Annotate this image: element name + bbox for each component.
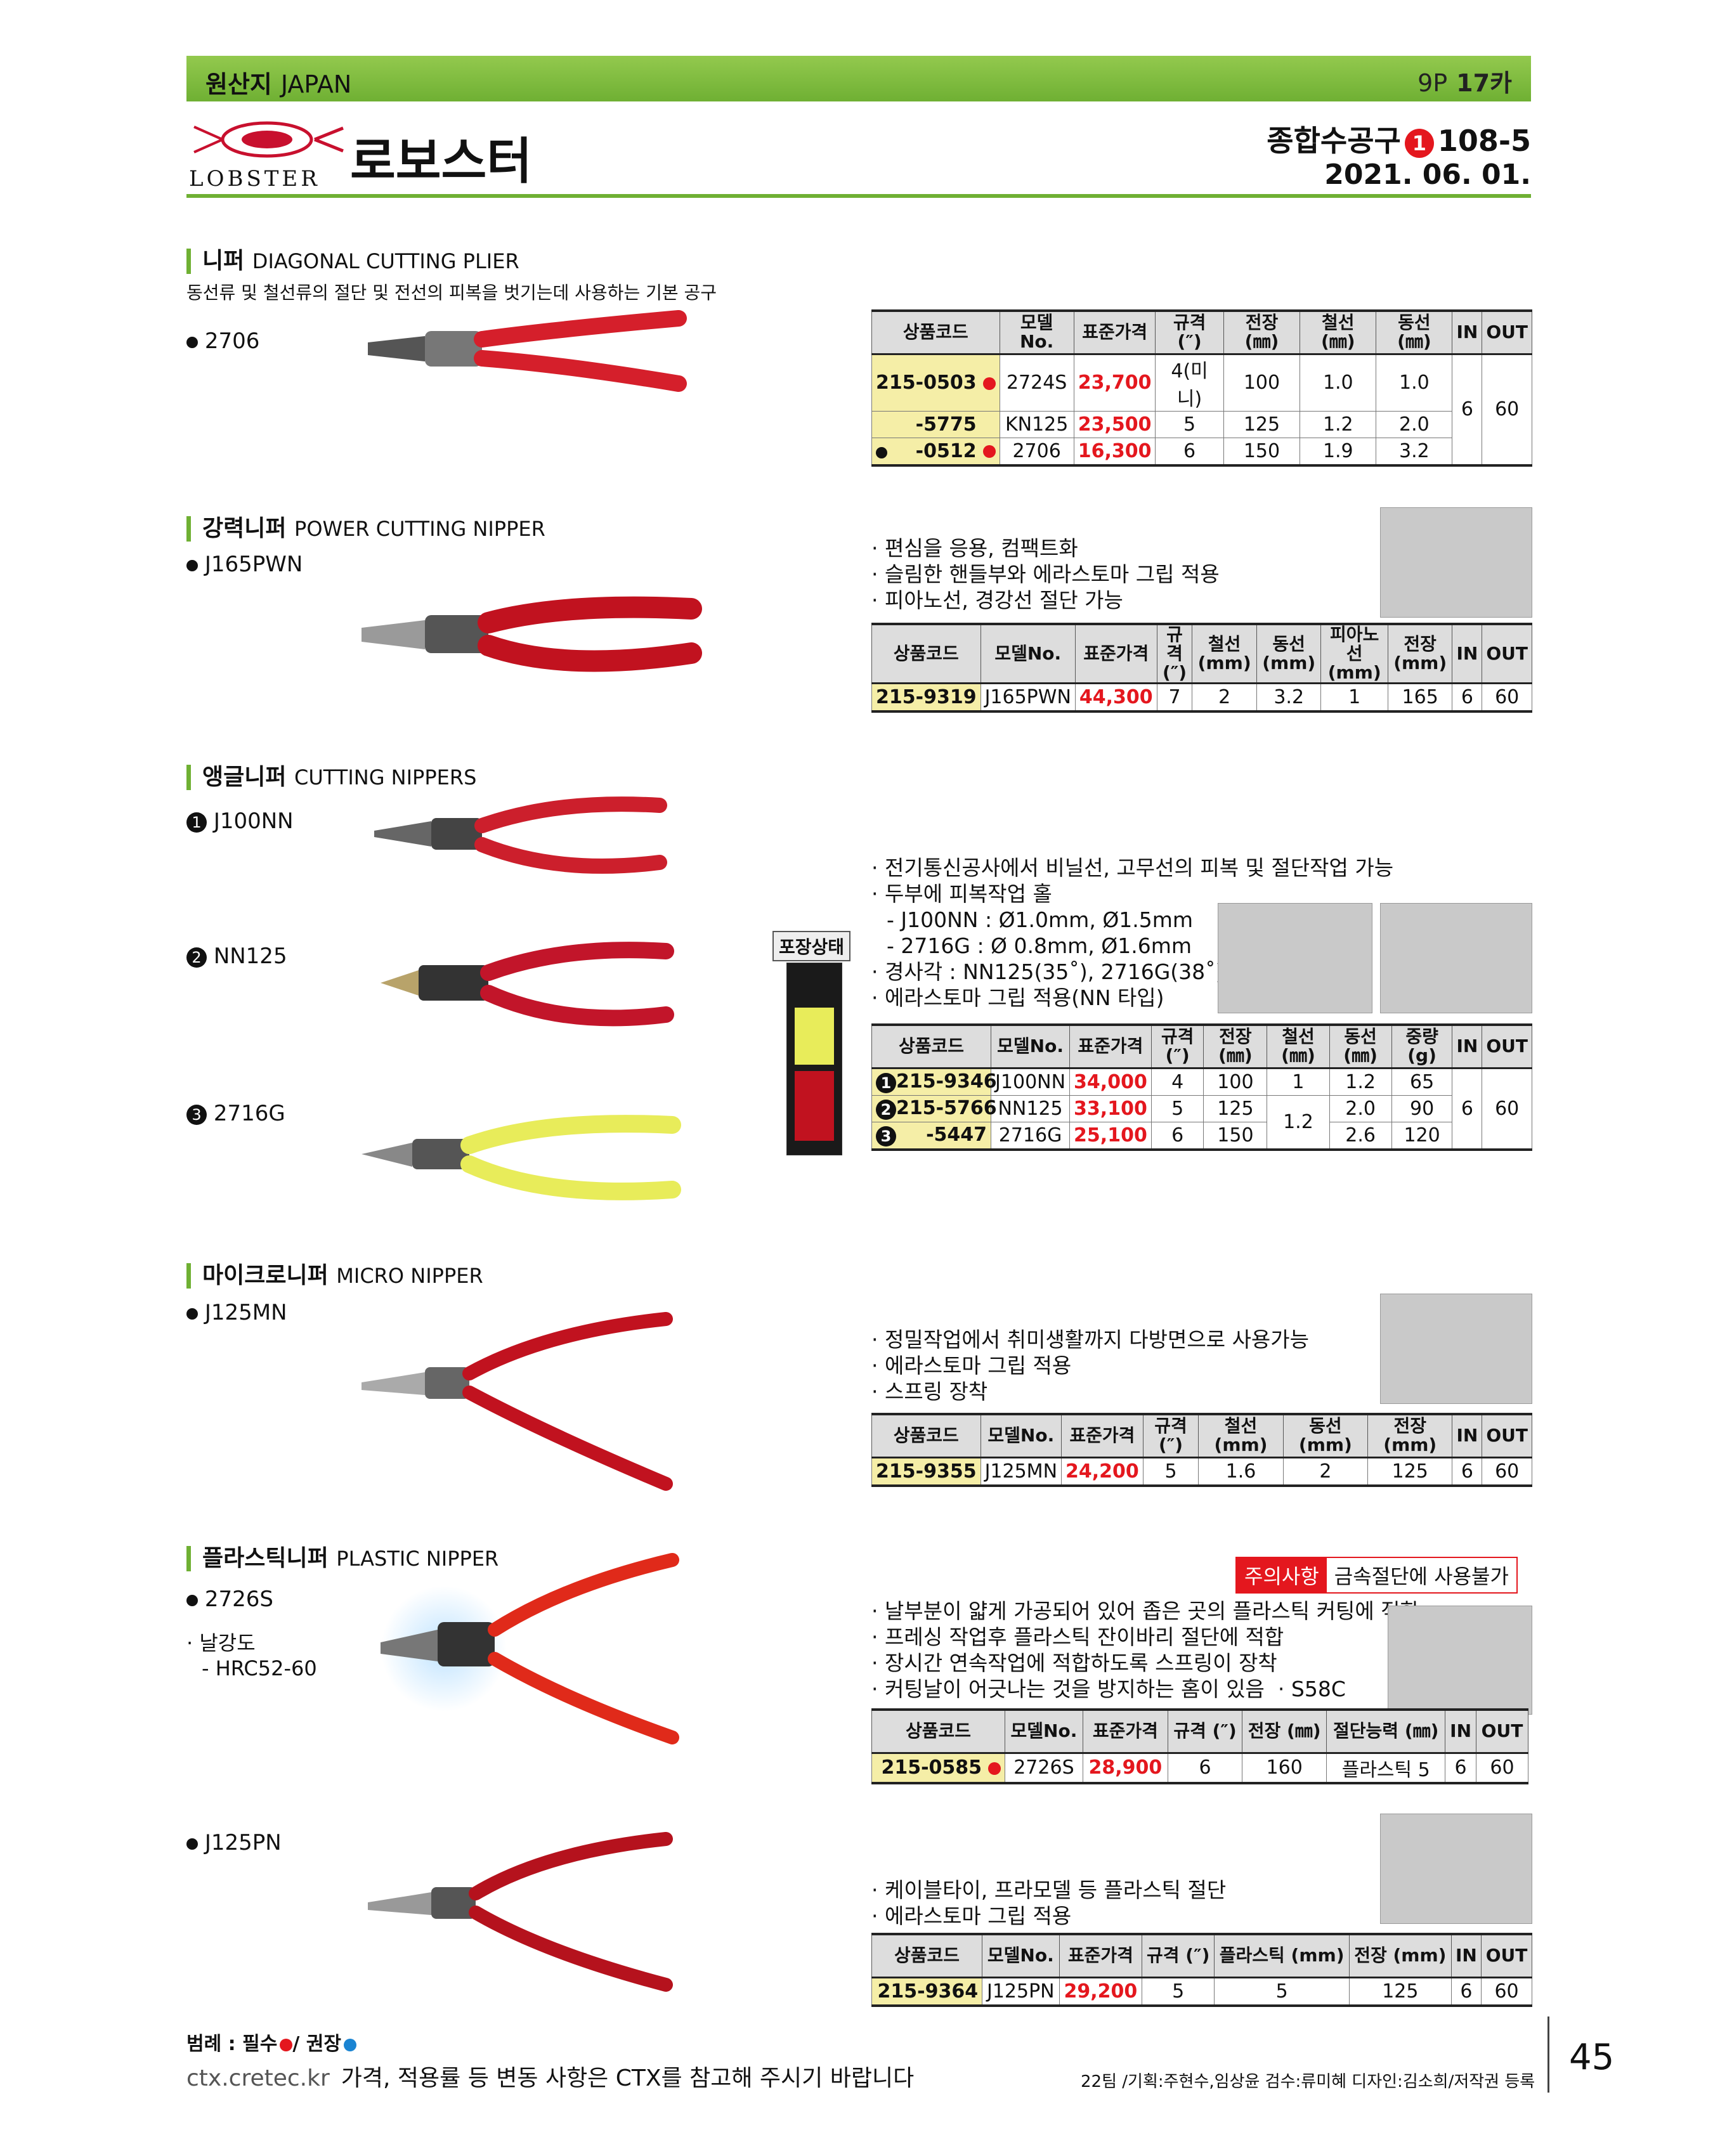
lobster-logo: [193, 121, 344, 158]
hardness-info: · 날강도 - HRC52-60: [186, 1631, 317, 1680]
package-photo: [786, 963, 842, 1155]
product-photo: [1380, 1814, 1532, 1924]
brand-title: 로보스터: [350, 133, 533, 190]
section-title-micro: 마이크로니퍼 MICRO NIPPER: [186, 1263, 483, 1289]
section-title-plastic: 플라스틱니퍼 PLASTIC NIPPER: [186, 1546, 498, 1571]
website-link[interactable]: ctx.cretec.kr: [186, 2065, 330, 2091]
plier-image-j125mn: [362, 1312, 673, 1491]
model-label: 2 NN125: [186, 944, 287, 969]
page-number: 45: [1569, 2037, 1615, 2078]
plier-image-2706: [368, 310, 687, 392]
product-photo: [1380, 507, 1532, 618]
feature-list: · 케이블타이, 프라모델 등 플라스틱 절단 · 에라스토마 그립 적용: [871, 1878, 1227, 1928]
logo-text: LOBSTER: [189, 166, 320, 192]
header-divider: [186, 194, 1531, 198]
plier-image-j100nn: [374, 796, 667, 874]
footer-divider: [1547, 2016, 1549, 2093]
section-title-power: 강력니퍼 POWER CUTTING NIPPER: [186, 516, 545, 542]
section-description: 동선류 및 철선류의 절단 및 전선의 피복을 벗기는데 사용하는 기본 공구: [186, 282, 717, 303]
feature-list: · 정밀작업에서 취미생활까지 다방면으로 사용가능 · 에라스토마 그립 적용…: [871, 1327, 1310, 1404]
product-photo: [1388, 1606, 1532, 1715]
model-label: J165PWN: [186, 552, 303, 577]
plier-image-j165pwn: [362, 596, 702, 672]
section-title-angle: 앵글니퍼 CUTTING NIPPERS: [186, 765, 476, 790]
section-title-diagonal: 니퍼 DIAGONAL CUTTING PLIER: [186, 249, 519, 274]
model-label: 3 2716G: [186, 1101, 285, 1126]
package-label: 포장상태: [772, 931, 851, 961]
plier-image-2726s: [381, 1553, 679, 1744]
model-label: J125PN: [186, 1830, 282, 1855]
legend: 범례 : 필수/ 권장: [186, 2028, 356, 2056]
date: 2021. 06. 01.: [1324, 159, 1531, 191]
product-photo: [1380, 1294, 1532, 1404]
model-label: 1 J100NN: [186, 808, 294, 834]
model-label: J125MN: [186, 1300, 287, 1325]
plier-image-nn125: [381, 942, 674, 1027]
feature-list: · 날부분이 얇게 가공되어 있어 좁은 곳의 플라스틱 커팅에 적합 · 프레…: [871, 1599, 1419, 1701]
model-label: 2726S: [186, 1587, 273, 1612]
credits: 22팀 /기획:주현수,임상윤 검수:류미혜 디자인:김소희/저작권 등록: [1081, 2072, 1535, 2091]
feature-list: · 전기통신공사에서 비닐선, 고무선의 피복 및 절단작업 가능 · 두부에 …: [871, 855, 1394, 1010]
feature-list: · 편심을 응용, 컴팩트화 · 슬림한 핸들부와 에라스토마 그립 적용 · …: [871, 536, 1220, 613]
product-photo: [1218, 903, 1372, 1013]
product-photo: [1380, 903, 1532, 1013]
model-label: 2706: [186, 328, 259, 354]
plier-image-j125pn: [368, 1832, 673, 1992]
plier-image-2716g: [362, 1115, 681, 1200]
